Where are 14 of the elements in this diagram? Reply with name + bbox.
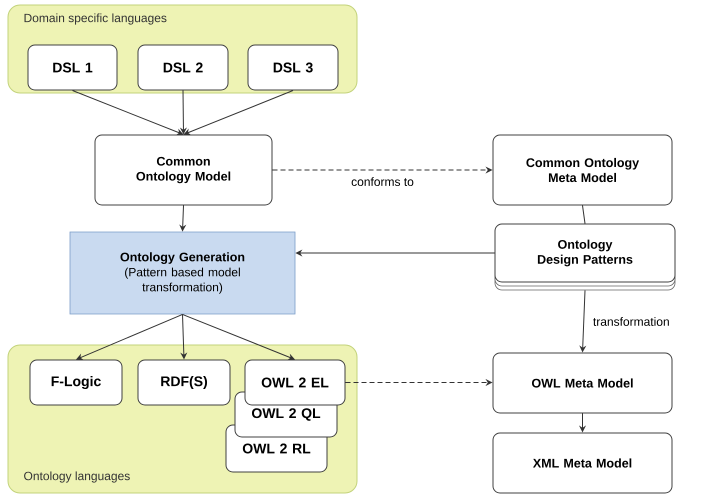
process-box: Ontology Generation (Pattern based model transformation) xyxy=(70,232,296,314)
rounded-box: Common Ontology Model xyxy=(94,134,272,206)
edge-label: conforms to xyxy=(350,176,415,187)
rounded-box: RDF(S) xyxy=(138,360,230,406)
rounded-box: OWL 2 EL xyxy=(244,360,346,406)
rounded-box: DSL 2 xyxy=(138,44,228,90)
rounded-box: F-Logic xyxy=(30,360,122,406)
edge-label: transformation xyxy=(592,316,671,327)
rounded-box: XML Meta Model xyxy=(492,432,672,494)
rounded-box: OWL Meta Model xyxy=(492,352,672,414)
rounded-box: DSL 3 xyxy=(248,44,338,90)
stacked-box: Ontology Design Patterns xyxy=(494,224,676,290)
rounded-box: DSL 1 xyxy=(28,44,118,90)
rounded-box: Common Ontology Meta Model xyxy=(492,134,672,206)
